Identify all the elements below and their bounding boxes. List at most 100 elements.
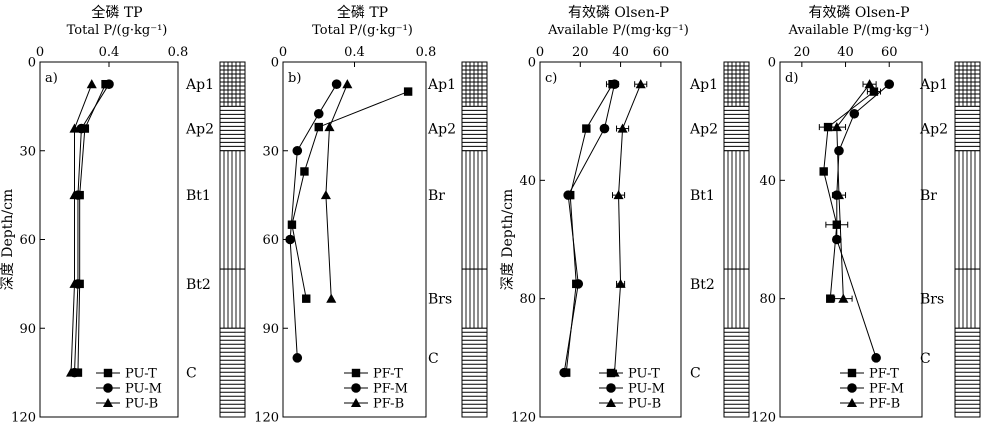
data-point-PU-B (617, 123, 628, 133)
plot-frame (539, 61, 682, 418)
data-point-PF-T (826, 294, 835, 303)
x-tick-label: 0.4 (99, 45, 120, 60)
data-point-PU-B (615, 278, 626, 288)
x-tick-label: 0 (36, 45, 44, 60)
panel-label: d) (785, 71, 798, 86)
data-point-PU-B (635, 79, 646, 89)
data-point-PF-B (833, 190, 845, 200)
data-point-PF-B (838, 293, 849, 303)
y-tick-label: 0 (528, 56, 536, 71)
y-tick-label: 90 (19, 322, 36, 337)
horizon-label: Brs (920, 292, 944, 308)
horizon-label: Ap1 (185, 77, 214, 93)
panel-label: b) (288, 71, 301, 86)
horizon-label: C (920, 351, 931, 367)
legend-label: PU-B (125, 397, 158, 412)
legend-label: PU-M (628, 382, 665, 397)
data-point-PF-M (871, 353, 881, 363)
legend-label: PF-B (373, 397, 404, 412)
panel-title-en: Total P/(g·kg⁻¹) (312, 23, 413, 38)
horizon-label: Bt2 (186, 277, 211, 293)
x-tick-label: 20 (794, 45, 811, 60)
series-line-PF-B (325, 83, 348, 299)
y-tick-label: 0 (28, 56, 36, 71)
x-tick-label: 20 (572, 45, 589, 60)
data-point-PF-T (403, 87, 413, 96)
legend-marker (103, 383, 113, 393)
plot-frame (779, 61, 923, 418)
x-tick-label: 0.4 (344, 45, 365, 60)
y-tick-label: 80 (759, 292, 776, 307)
panel-title-cn: 有效磷 Olsen-P (808, 5, 909, 21)
data-point-PU-M (76, 123, 87, 134)
y-tick-label: 30 (262, 144, 279, 159)
horizon-label: C (186, 366, 197, 382)
panel-title-cn: 有效磷 Olsen-P (568, 5, 669, 21)
legend-marker (606, 368, 616, 378)
y-tick-label: 80 (519, 292, 536, 307)
data-point-PU-T (582, 124, 591, 133)
y-tick-label: 90 (262, 322, 279, 337)
data-point-PF-T (302, 294, 311, 303)
horizon-label: C (428, 351, 439, 367)
horizon-label: Ap2 (185, 122, 214, 138)
horizon-label: Br (428, 188, 445, 204)
legend-marker (351, 368, 361, 378)
legend-marker (350, 397, 362, 408)
data-point-PF-M (834, 145, 844, 156)
horizon-label: Ap1 (919, 77, 948, 93)
data-point-PF-M (285, 234, 295, 245)
data-point-PF-M (884, 79, 895, 89)
legend-marker (847, 383, 857, 393)
y-tick-label: 60 (262, 233, 279, 248)
data-point-PU-M (559, 367, 569, 378)
horizon-label: Bt1 (186, 188, 211, 204)
series-line-PF-T (291, 91, 409, 299)
x-tick-label: 0 (279, 45, 287, 60)
legend-label: PF-M (373, 382, 408, 397)
legend-label: PF-B (869, 397, 900, 412)
series-line-PF-T (823, 91, 875, 299)
y-tick-label: 120 (751, 411, 776, 426)
data-point-PF-T (819, 167, 828, 176)
y-axis-label: 深度 Depth/cm (0, 189, 16, 290)
panel-label: a) (45, 71, 58, 86)
panel-label: c) (545, 71, 557, 86)
data-point-PU-B (66, 367, 77, 377)
horizon-label: Ap1 (689, 77, 718, 93)
legend-marker (102, 397, 114, 408)
data-point-PF-T (869, 87, 879, 96)
data-point-PF-M (292, 353, 303, 363)
legend-marker (605, 397, 617, 408)
panel-title-en: Available P/(mg·kg⁻¹) (788, 23, 930, 38)
x-tick-label: 40 (612, 45, 629, 60)
soil-profile-column (461, 61, 488, 418)
data-point-PU-M (104, 79, 114, 89)
x-tick-label: 0.8 (416, 45, 437, 60)
legend-label: PF-M (869, 382, 904, 397)
data-point-PF-M (849, 108, 860, 119)
legend-marker (351, 383, 361, 393)
legend-marker (606, 383, 616, 393)
data-point-PU-B (86, 79, 97, 89)
panel-title-en: Total P/(g·kg⁻¹) (67, 23, 168, 38)
legend-marker (846, 397, 858, 408)
y-axis-label: 深度 Depth/cm (500, 189, 516, 290)
panel-title-en: Available P/(mg·kg⁻¹) (547, 23, 689, 38)
y-tick-label: 0 (271, 56, 279, 71)
legend-label: PU-T (125, 367, 157, 382)
data-point-PU-B (69, 123, 80, 133)
data-point-PU-M (563, 190, 573, 200)
horizon-block (723, 105, 750, 152)
legend-label: PF-T (869, 367, 899, 382)
y-tick-label: 60 (19, 233, 36, 248)
horizon-label: Bt1 (690, 188, 715, 204)
legend-marker (847, 368, 857, 378)
panel-title-cn: 全磷 TP (91, 4, 142, 21)
legend-label: PF-T (373, 367, 403, 382)
x-tick-label: 0.8 (168, 45, 189, 60)
legend-label: PU-B (628, 397, 661, 412)
